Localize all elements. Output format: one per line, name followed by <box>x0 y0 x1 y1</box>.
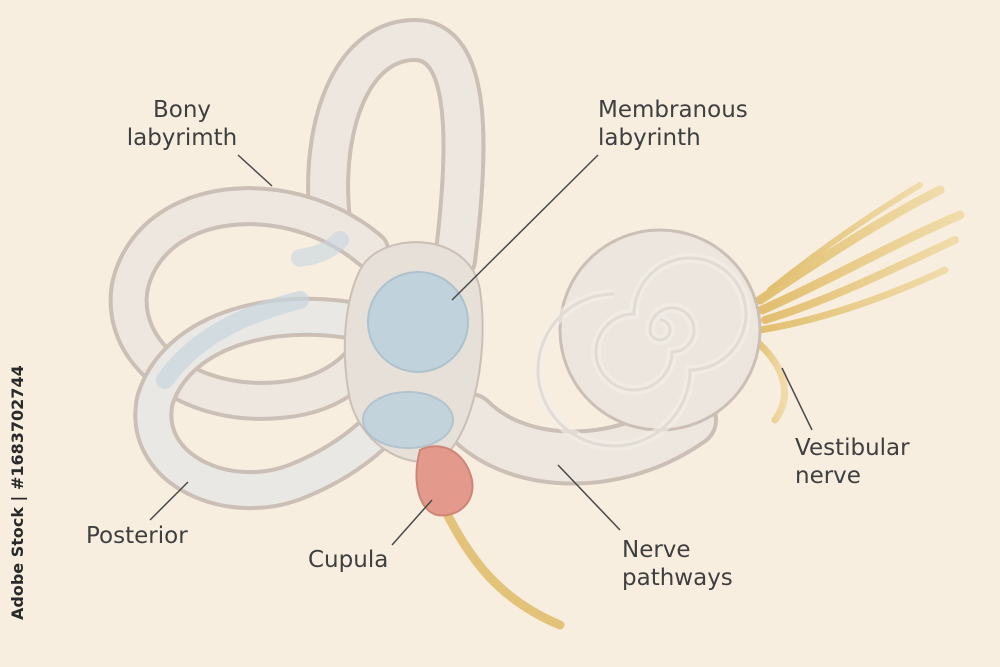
leader-posterior <box>150 482 188 520</box>
leader-cupula <box>392 500 432 545</box>
label-bony-labyrinth: Bony labyrimth <box>126 96 238 152</box>
nerve-line2: pathways <box>622 564 733 592</box>
bony-line2: labyrimth <box>126 124 238 152</box>
vestibular-line1: Vestibular <box>795 434 910 462</box>
stock-watermark: Adobe Stock | #1683702744 <box>8 420 30 620</box>
nerve-line1: Nerve <box>622 536 733 564</box>
vestibular-line2: nerve <box>795 462 910 490</box>
cochlea <box>538 230 760 446</box>
label-membranous-labyrinth: Membranous labyrinth <box>598 96 748 152</box>
membranous-line2: labyrinth <box>598 124 748 152</box>
cupula-nerve <box>445 510 560 625</box>
membranous-line1: Membranous <box>598 96 748 124</box>
label-nerve-pathways: Nerve pathways <box>622 536 733 592</box>
cupula-text: Cupula <box>308 546 388 574</box>
cupula <box>417 446 473 515</box>
leader-bony <box>238 155 272 186</box>
bony-line1: Bony <box>126 96 238 124</box>
posterior-text: Posterior <box>86 522 188 550</box>
label-posterior: Posterior <box>86 522 188 550</box>
label-vestibular-nerve: Vestibular nerve <box>795 434 910 490</box>
vestibular-nerve-bundle <box>755 185 960 420</box>
label-cupula: Cupula <box>308 546 388 574</box>
